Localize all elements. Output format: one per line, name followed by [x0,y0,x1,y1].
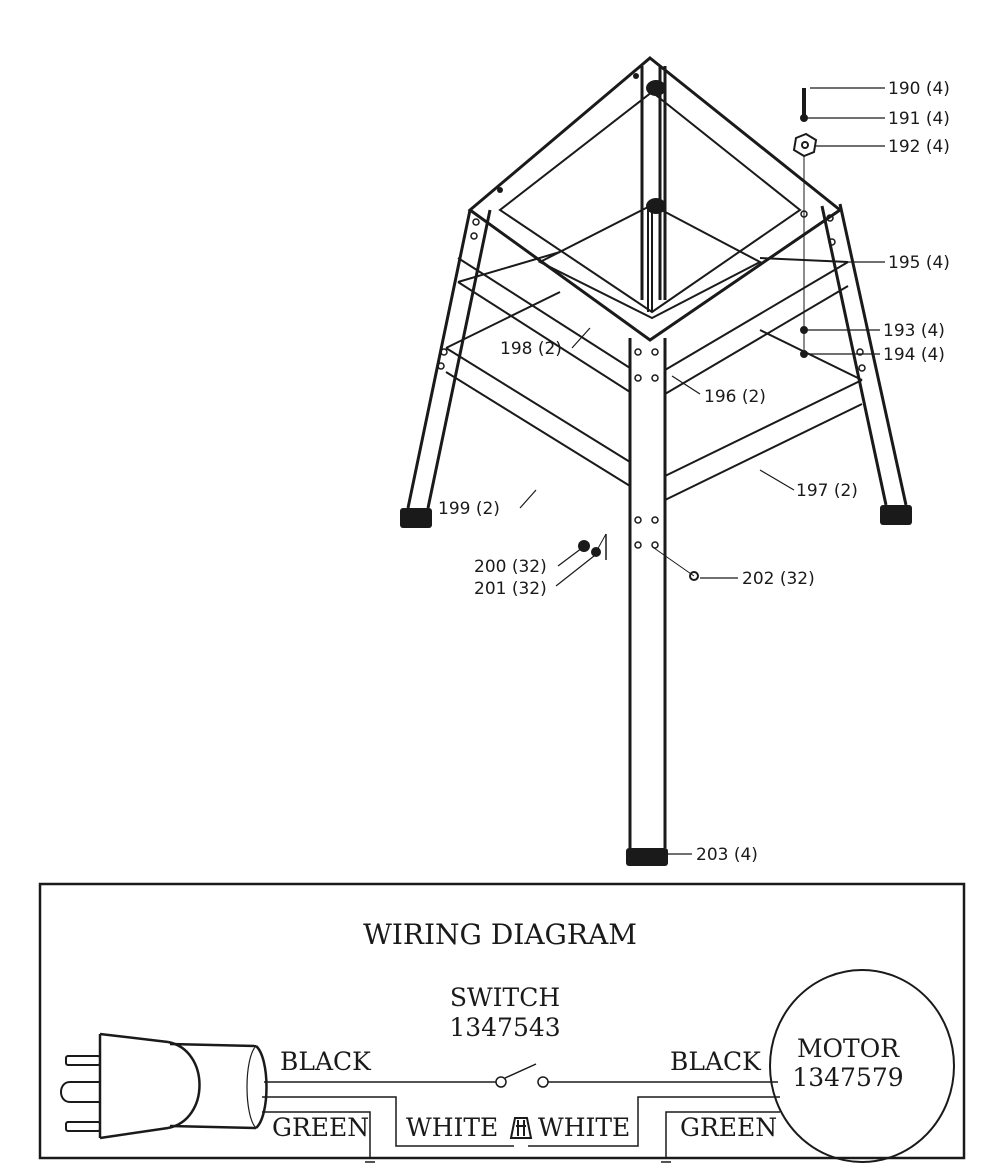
callout-193: 193 (4) [883,321,945,341]
callout-195: 195 (4) [888,253,950,273]
black-wire [264,1063,778,1088]
green-wire-label-left: GREEN [272,1113,369,1142]
plug-prongs [60,1055,101,1132]
small-hardware [578,533,699,581]
callout-191: 191 (4) [888,109,950,129]
wiring-diagram-border [38,882,966,1160]
ground-icon-left [362,1157,378,1163]
callout-196: 196 (2) [704,387,766,407]
ground-icon-right [658,1157,674,1163]
plug [98,1032,268,1140]
switch-label: SWITCH [450,983,560,1012]
stand-legs [406,66,908,848]
stand-drawing [400,56,912,866]
green-wire-right [665,1111,780,1158]
stand-top-frame [467,56,843,342]
switch-part-number: 1347543 [449,1013,560,1042]
callout-203: 203 (4) [696,845,758,865]
leader-lines [519,87,885,855]
black-wire-label-right: BLACK [670,1047,762,1076]
white-wire-label-left: WHITE [406,1113,498,1142]
callout-194: 194 (4) [883,345,945,365]
black-wire-label-left: BLACK [280,1047,372,1076]
stand-bolt-holes [437,210,866,549]
green-wire-left [262,1111,371,1158]
wiring-diagram: WIRING DIAGRAM [38,882,966,1163]
motor-circle [769,969,955,1163]
green-wire-label-right: GREEN [680,1113,777,1142]
callout-202: 202 (32) [742,569,815,589]
callout-200: 200 (32) [474,557,547,577]
callout-199: 199 (2) [438,499,500,519]
part-callouts: 190 (4) 191 (4) 192 (4) 195 (4) 193 (4) … [438,79,950,865]
stand-corner-brackets [497,73,666,214]
stand-feet [400,505,912,866]
callout-198: 198 (2) [500,339,562,359]
callout-201: 201 (32) [474,579,547,599]
callout-197: 197 (2) [796,481,858,501]
white-wire [262,1096,780,1147]
motor-part-number: 1347579 [792,1063,903,1092]
wire-nut-icon [509,1117,533,1139]
callout-192: 192 (4) [888,137,950,157]
callout-190: 190 (4) [888,79,950,99]
stand-lower-stretchers [445,251,863,501]
white-wire-label-right: WHITE [538,1113,630,1142]
wiring-diagram-title: WIRING DIAGRAM [363,918,637,951]
motor-label: MOTOR [797,1034,900,1063]
